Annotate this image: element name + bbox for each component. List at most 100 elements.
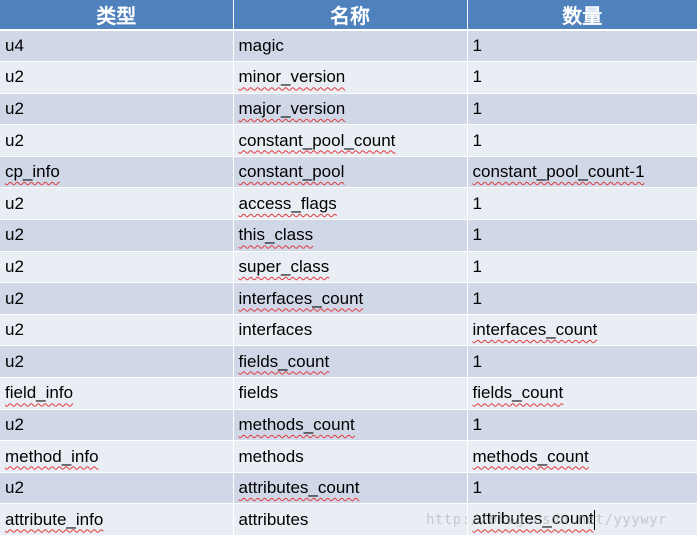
cell-type-text: u2 — [5, 193, 24, 213]
cell-name-text: methods_count — [238, 414, 355, 434]
cell-count-text: 1 — [472, 225, 482, 245]
cell-count-text: 1 — [472, 288, 482, 308]
cell-count: 1 — [467, 124, 697, 157]
cell-type-text: u2 — [5, 225, 24, 245]
cell-type: cp_info — [0, 156, 234, 189]
column-header-name: 名称 — [233, 0, 468, 31]
table-header-row: 类型 名称 数量 — [0, 0, 697, 31]
cell-count: 1 — [467, 251, 697, 284]
cell-count: 1 — [467, 30, 697, 63]
cell-type-text: cp_info — [5, 162, 60, 182]
cell-type-text: u2 — [5, 414, 24, 434]
cell-type-text: u2 — [5, 320, 24, 340]
cell-type: u2 — [0, 345, 234, 379]
cell-type: method_info — [0, 440, 234, 473]
table-row: attribute_info attributes attributes_count — [0, 503, 697, 536]
cell-name: this_class — [233, 219, 468, 252]
cell-count-text: 1 — [472, 193, 482, 213]
cell-name-text: fields — [238, 383, 279, 403]
cell-type-text: u2 — [5, 351, 24, 371]
cell-type: u2 — [0, 472, 234, 505]
cell-name-text: magic — [238, 36, 284, 56]
cell-count: attributes_count — [467, 503, 697, 536]
cell-count: 1 — [467, 187, 697, 221]
table-row: field_info fields fields_count — [0, 377, 697, 410]
cell-name: constant_pool — [233, 156, 468, 189]
table-row: u2 interfaces interfaces_count — [0, 314, 697, 347]
cell-name-text: interfaces — [238, 320, 313, 340]
table-row: u2 super_class 1 — [0, 251, 697, 284]
cell-count-text: 1 — [472, 351, 482, 371]
cell-name: major_version — [233, 93, 468, 126]
cell-count-text: 1 — [472, 130, 482, 150]
cell-count: 1 — [467, 219, 697, 252]
cell-type: u2 — [0, 251, 234, 284]
cell-name: attributes — [233, 503, 468, 536]
column-header-type: 类型 — [0, 0, 234, 31]
cell-name: fields_count — [233, 345, 468, 379]
cell-type-text: method_info — [5, 446, 99, 466]
cell-name: methods — [233, 440, 468, 473]
cell-type: u2 — [0, 219, 234, 252]
table-row: method_info methods methods_count — [0, 440, 697, 473]
cell-type-text: u2 — [5, 478, 24, 498]
column-header-count: 数量 — [467, 0, 697, 31]
table-row: u2 fields_count 1 — [0, 345, 697, 379]
cell-name: super_class — [233, 251, 468, 284]
cell-count-text: fields_count — [472, 383, 564, 403]
cell-name-text: major_version — [238, 98, 346, 118]
cell-type: u2 — [0, 93, 234, 126]
cell-count: methods_count — [467, 440, 697, 473]
cell-count-text: 1 — [472, 98, 482, 118]
table-row: u2 access_flags 1 — [0, 187, 697, 221]
cell-type: attribute_info — [0, 503, 234, 536]
cell-count-text: interfaces_count — [472, 320, 598, 340]
table-row: cp_info constant_pool constant_pool_count-… — [0, 156, 697, 189]
cell-name-text: methods — [238, 446, 304, 466]
cell-count-text: constant_pool_count-1 — [472, 162, 645, 182]
cell-name: constant_pool_count — [233, 124, 468, 157]
cell-count: 1 — [467, 345, 697, 379]
cell-name-text: access_flags — [238, 193, 337, 213]
cell-name-text: attributes — [238, 509, 309, 529]
cell-count: fields_count — [467, 377, 697, 410]
cell-type: u2 — [0, 187, 234, 221]
cell-name-text: constant_pool_count — [238, 130, 396, 150]
cell-name-text: interfaces_count — [238, 288, 364, 308]
cell-count-text: 1 — [472, 256, 482, 276]
cell-count-text: 1 — [472, 36, 482, 56]
cell-type-text: u2 — [5, 98, 24, 118]
cell-count: 1 — [467, 409, 697, 442]
cell-type: u2 — [0, 314, 234, 347]
cell-count-text: methods_count — [472, 446, 589, 466]
cell-name-text: constant_pool — [238, 162, 345, 182]
text-cursor — [594, 509, 596, 530]
cell-count: interfaces_count — [467, 314, 697, 347]
cell-type-text: attribute_info — [5, 509, 104, 529]
cell-name-text: super_class — [238, 256, 330, 276]
cell-type: u2 — [0, 409, 234, 442]
cell-type-text: u2 — [5, 256, 24, 276]
cell-name-text: minor_version — [238, 67, 346, 87]
cell-name-text: fields_count — [238, 351, 330, 371]
cell-type: u2 — [0, 124, 234, 157]
cell-count: 1 — [467, 93, 697, 126]
table-row: u2 constant_pool_count 1 — [0, 124, 697, 157]
cell-count-text: attributes_count — [472, 509, 594, 529]
cell-name: interfaces_count — [233, 282, 468, 315]
cell-type-text: field_info — [5, 383, 74, 403]
cell-name: minor_version — [233, 61, 468, 94]
cell-type: field_info — [0, 377, 234, 410]
cell-type-text: u2 — [5, 130, 24, 150]
cell-count: constant_pool_count-1 — [467, 156, 697, 189]
table-row: u2 this_class 1 — [0, 219, 697, 252]
cell-type: u4 — [0, 30, 234, 63]
cell-count: 1 — [467, 282, 697, 315]
cell-name-text: this_class — [238, 225, 314, 245]
cell-name: interfaces — [233, 314, 468, 347]
cell-type-text: u2 — [5, 67, 24, 87]
